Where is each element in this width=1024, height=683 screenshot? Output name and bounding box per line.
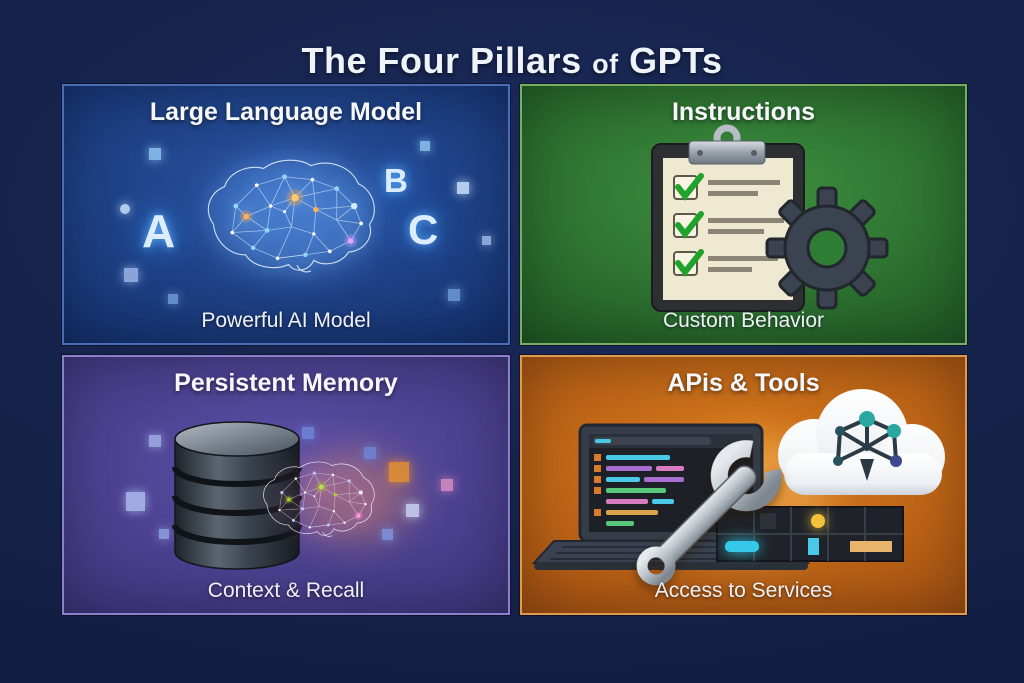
glow-square xyxy=(457,182,469,194)
page-title: The Four Pillars of GPTs xyxy=(0,40,1024,82)
pillar-large-language-model: Large Language Model A B C Powerful AI M… xyxy=(62,84,510,345)
cloud-icon xyxy=(778,389,945,495)
api-network-icon xyxy=(833,411,902,481)
pillar-apis-and-tools: APis & Tools xyxy=(520,355,967,615)
pillar-title: APis & Tools xyxy=(667,369,820,397)
glow-square xyxy=(120,204,130,214)
floating-letter-b: B xyxy=(384,162,408,199)
glow-square xyxy=(149,435,161,447)
gear-icon xyxy=(765,186,889,310)
glow-square xyxy=(382,529,393,540)
pillar-instructions: Instructions xyxy=(520,84,967,345)
glow-square xyxy=(159,529,169,539)
glow-square xyxy=(441,479,453,491)
glow-square xyxy=(302,427,314,439)
glow-square xyxy=(364,447,376,459)
pillar-caption: Powerful AI Model xyxy=(201,309,371,332)
glow-square xyxy=(420,141,430,151)
glow-square xyxy=(149,148,161,160)
server-icon xyxy=(716,506,904,562)
glow-square xyxy=(448,289,460,301)
pillar-caption: Custom Behavior xyxy=(662,309,825,332)
pillar-persistent-memory: Persistent Memory Context & Recall xyxy=(62,355,510,615)
checklist-clipboard-gear-icon xyxy=(651,124,889,312)
page-title-main: The Four Pillars xyxy=(301,40,582,82)
pillar-title: Instructions xyxy=(671,98,816,126)
pillar-caption: Context & Recall xyxy=(207,579,365,602)
glow-square xyxy=(406,504,419,517)
floating-letter-a: A xyxy=(142,205,176,257)
clipboard-icon xyxy=(651,124,805,312)
glow-square xyxy=(126,492,145,511)
checklist-rows xyxy=(673,173,784,277)
wrench-icon xyxy=(636,440,782,586)
pillar-title: Large Language Model xyxy=(149,98,423,126)
glow-square xyxy=(124,268,138,282)
laptop-wrench-cloud-server-icon xyxy=(531,389,945,586)
page-title-of: of xyxy=(592,49,619,80)
glow-square xyxy=(168,294,178,304)
code-lines xyxy=(594,454,684,526)
database-icon xyxy=(172,421,302,570)
glow-square xyxy=(389,462,409,482)
page-title-gpts: GPTs xyxy=(629,40,723,82)
floating-letter-c: C xyxy=(408,206,439,253)
database-brain-icon xyxy=(172,421,375,570)
pillar-caption: Access to Services xyxy=(654,579,833,602)
glow-square xyxy=(482,236,491,245)
pillar-title: Persistent Memory xyxy=(174,369,398,397)
